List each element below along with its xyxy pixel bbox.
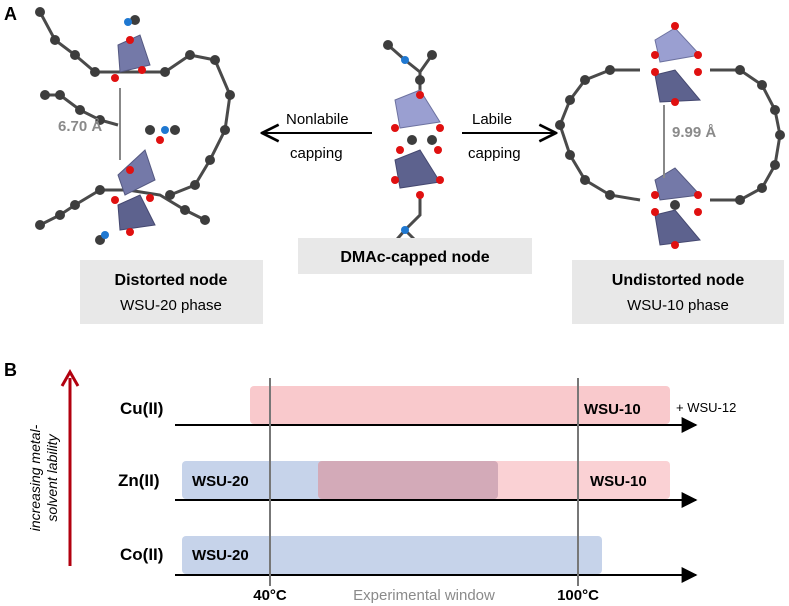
distorted-node-subtitle: WSU-20 phase — [120, 297, 222, 314]
co-label: Co(II) — [120, 545, 163, 564]
zn-label: Zn(II) — [118, 471, 160, 490]
zn-wsu20-label: WSU-20 — [192, 473, 249, 490]
cu-label: Cu(II) — [120, 399, 163, 418]
right-distance-label: 9.99 Å — [672, 124, 716, 141]
zn-overlap-bar — [318, 461, 498, 499]
undistorted-node-box — [572, 260, 784, 324]
cu-extra-label: + WSU-12 — [676, 400, 736, 415]
temp-low-label: 40°C — [253, 587, 287, 604]
experimental-window-label: Experimental window — [353, 587, 495, 604]
cu-wsu10-label: WSU-10 — [584, 401, 641, 418]
undistorted-node-subtitle: WSU-10 phase — [627, 297, 729, 314]
left-distance-label: 6.70 Å — [58, 118, 102, 135]
zn-wsu10-label: WSU-10 — [590, 473, 647, 490]
lability-arrow-head — [60, 368, 80, 387]
y-axis-label-line1: increasing metal- — [27, 424, 43, 531]
co-wsu20-bar — [182, 536, 602, 574]
undistorted-node-structure — [555, 22, 785, 249]
panel-a-label: A — [4, 4, 17, 24]
dmac-node-title: DMAc-capped node — [340, 249, 489, 266]
distorted-node-box — [80, 260, 263, 324]
undistorted-node-title: Undistorted node — [612, 272, 745, 289]
nonlabile-label-line1: Nonlabile — [286, 111, 349, 128]
labile-label-line2: capping — [468, 145, 521, 162]
nonlabile-label-line2: capping — [290, 145, 343, 162]
dmac-node-box — [298, 238, 532, 274]
y-axis-label-line2: solvent lability — [44, 433, 60, 521]
co-wsu20-label: WSU-20 — [192, 547, 249, 564]
labile-label-line1: Labile — [472, 111, 512, 128]
distorted-node-structure — [35, 7, 235, 245]
dmac-capped-node-structure — [383, 40, 444, 250]
cu-wsu10-bar — [250, 386, 670, 424]
panel-b-label: B — [4, 360, 17, 380]
temp-high-label: 100°C — [557, 587, 599, 604]
distorted-node-title: Distorted node — [115, 272, 228, 289]
